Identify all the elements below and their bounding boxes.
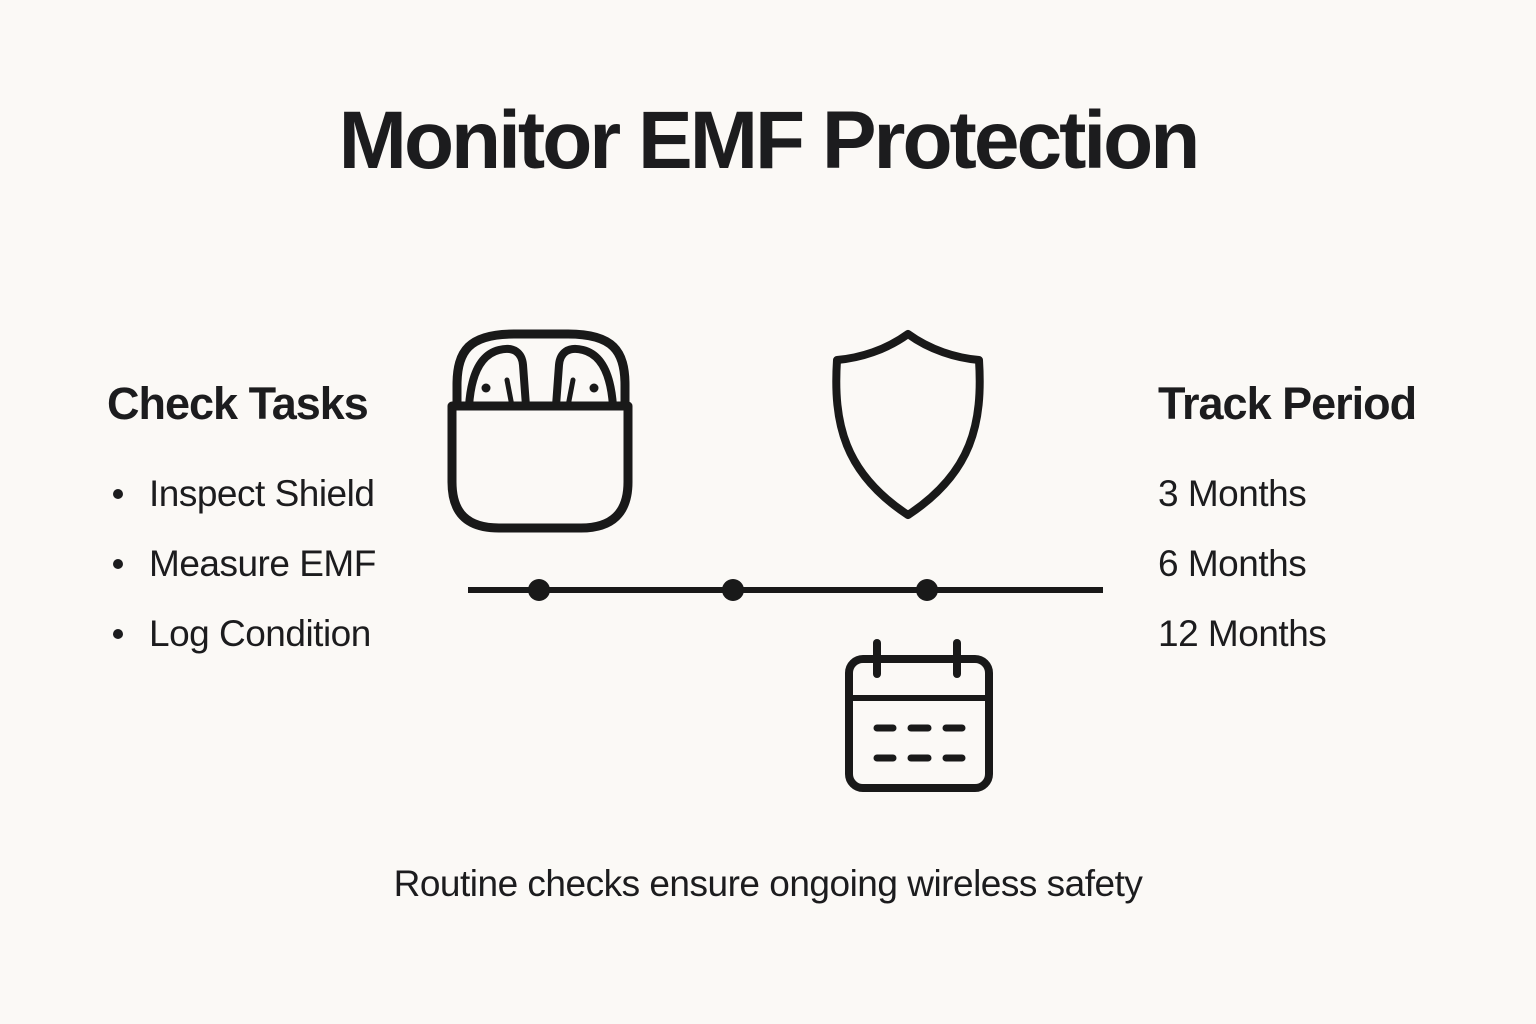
bullet-dot xyxy=(113,559,123,569)
footer-caption: Routine checks ensure ongoing wireless s… xyxy=(393,863,1143,904)
page-title: Monitor EMF Protection xyxy=(338,95,1201,186)
calendar-dashes xyxy=(873,724,966,762)
task-label: Log Condition xyxy=(149,613,371,654)
period-item: 12 Months xyxy=(1158,613,1327,654)
bullet-dot xyxy=(113,489,123,499)
shield-icon xyxy=(832,330,984,519)
period-item: 6 Months xyxy=(1158,543,1307,584)
earbud-right-dot xyxy=(589,383,599,393)
earbuds-case-body xyxy=(447,401,633,533)
timeline-dot xyxy=(916,579,938,601)
task-label: Inspect Shield xyxy=(149,473,375,514)
calendar-icon xyxy=(845,639,993,792)
track-period-list: 3 Months 6 Months 12 Months xyxy=(1158,459,1498,669)
calendar-body xyxy=(845,655,993,792)
check-tasks-list: Inspect Shield Measure EMF Log Condition xyxy=(107,459,527,669)
task-item: Measure EMF xyxy=(107,529,527,599)
earbud-left xyxy=(465,344,530,407)
task-item: Inspect Shield xyxy=(107,459,527,529)
earbuds-case-icon xyxy=(447,329,633,533)
check-tasks-section: Check Tasks Inspect Shield Measure EMF L… xyxy=(107,378,527,669)
check-tasks-heading: Check Tasks xyxy=(107,378,369,429)
track-period-heading: Track Period xyxy=(1158,378,1417,429)
center-graphics xyxy=(447,329,1103,792)
period-item: 3 Months xyxy=(1158,473,1307,514)
track-period-section: Track Period 3 Months 6 Months 12 Months xyxy=(1158,378,1498,669)
earbuds-lid xyxy=(452,329,630,406)
task-item: Log Condition xyxy=(107,599,527,669)
earbud-left-dot xyxy=(481,383,491,393)
timeline-dot xyxy=(528,579,550,601)
timeline-dot xyxy=(722,579,744,601)
earbud-right xyxy=(552,344,617,407)
timeline xyxy=(468,579,1103,601)
task-label: Measure EMF xyxy=(149,543,376,584)
shield-outline xyxy=(832,330,984,519)
bullet-dot xyxy=(113,629,123,639)
